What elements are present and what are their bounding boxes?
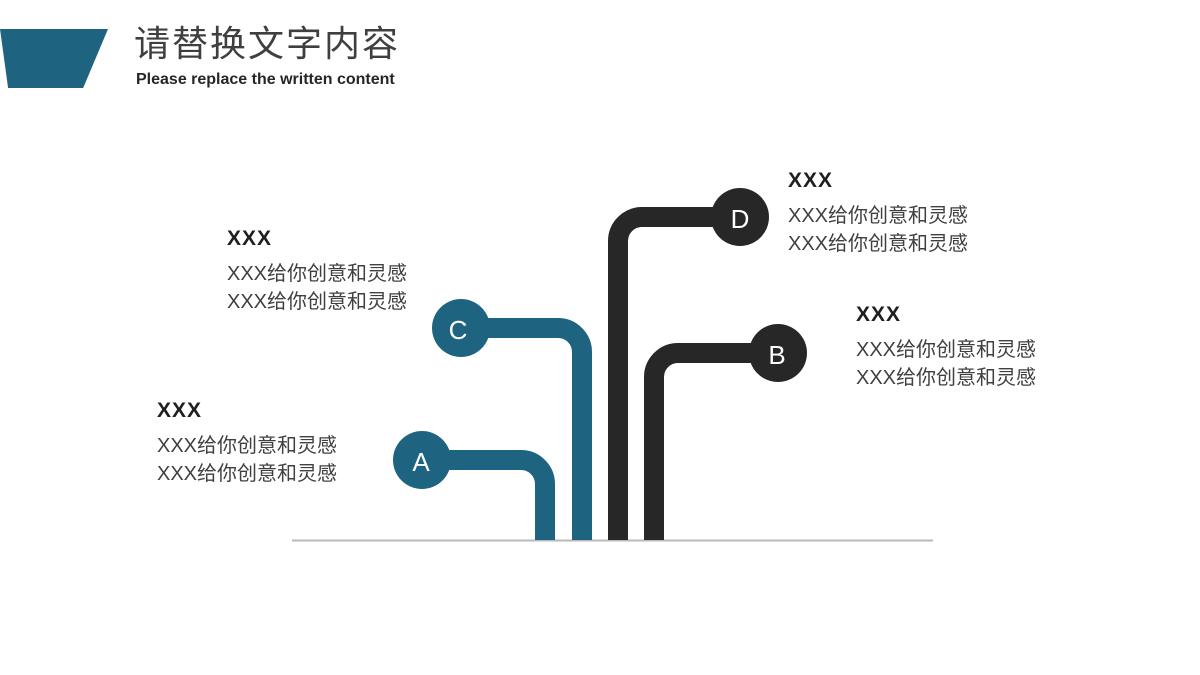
node-a-circle: [393, 431, 451, 489]
note-a: XXX XXX给你创意和灵感 XXX给你创意和灵感: [157, 398, 337, 488]
node-c-circle: [432, 299, 490, 357]
note-a-heading: XXX: [157, 399, 203, 422]
note-a-line-1: XXX给你创意和灵感: [157, 435, 338, 457]
node-c-label: C: [449, 315, 468, 345]
node-a-label: A: [412, 447, 430, 477]
note-d: XXX XXX给你创意和灵感 XXX给你创意和灵感: [788, 168, 968, 258]
note-c-line-1: XXX给你创意和灵感: [227, 263, 408, 285]
note-c: XXX XXX给你创意和灵感 XXX给你创意和灵感: [227, 226, 407, 316]
note-b-heading: XXX: [856, 303, 902, 326]
node-d-circle: [711, 188, 769, 246]
note-c-heading: XXX: [227, 227, 273, 250]
note-d-line-2: XXX给你创意和灵感: [788, 233, 969, 255]
page-subtitle: Please replace the written content: [136, 71, 395, 88]
node-b-label: B: [768, 340, 785, 370]
node-b-circle: [749, 324, 807, 382]
note-d-heading: XXX: [788, 169, 834, 192]
note-b-line-2: XXX给你创意和灵感: [856, 367, 1037, 389]
stem-b: [644, 343, 778, 540]
note-c-line-2: XXX给你创意和灵感: [227, 291, 408, 313]
stem-a: [422, 450, 555, 540]
note-b: XXX XXX给你创意和灵感 XXX给你创意和灵感: [856, 302, 1036, 392]
stem-d: [608, 207, 740, 540]
note-b-line-1: XXX给你创意和灵感: [856, 339, 1037, 361]
page-title: 请替换文字内容: [134, 23, 401, 64]
note-d-line-1: XXX给你创意和灵感: [788, 205, 969, 227]
note-a-line-2: XXX给你创意和灵感: [157, 463, 338, 485]
stem-c: [461, 318, 592, 540]
node-d-label: D: [731, 204, 750, 234]
